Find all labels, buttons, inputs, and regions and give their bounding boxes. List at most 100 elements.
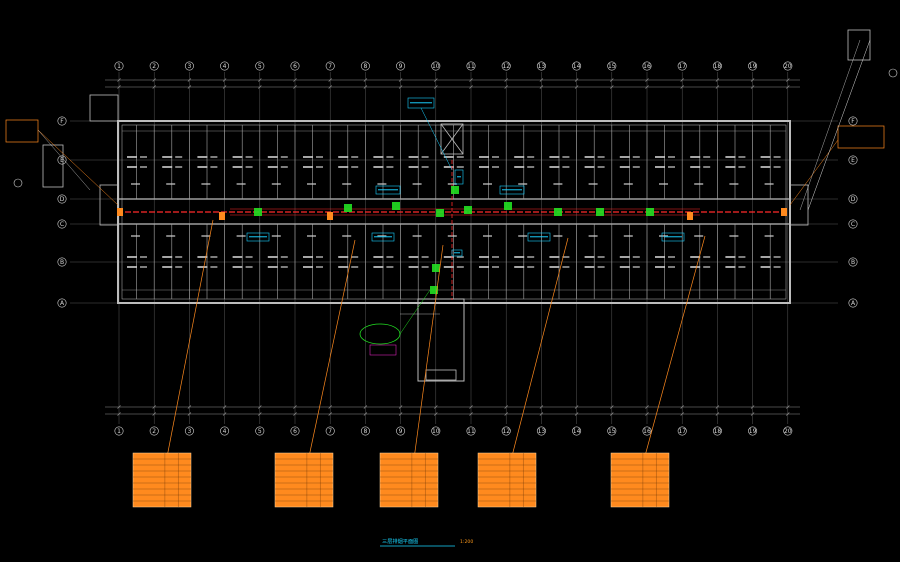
duct-annotations: [246, 97, 685, 257]
axis-number: 13: [538, 63, 546, 70]
damper-icon: [327, 212, 333, 220]
axis-letter: C: [60, 221, 64, 228]
axis-number: 7: [328, 428, 332, 435]
axis-bubble-icon: [888, 68, 898, 78]
drawing-scale: 1:200: [460, 539, 473, 545]
side-annexes: [42, 29, 871, 226]
axis-bubble-icon: [396, 426, 406, 436]
axis-number: 18: [714, 428, 722, 435]
axis-letter: E: [851, 157, 855, 164]
axis-bubble-icon: [748, 426, 758, 436]
axis-letter: D: [851, 196, 856, 203]
axis-number: 1: [117, 63, 121, 70]
fan-icon: [436, 209, 444, 217]
axis-bubble-icon: [642, 426, 652, 436]
axis-number: 17: [678, 428, 686, 435]
axis-number: 12: [502, 428, 510, 435]
axis-number: 6: [293, 63, 297, 70]
axis-letter: D: [60, 196, 65, 203]
axis-bubble-icon: [149, 426, 159, 436]
axis-number: 14: [573, 63, 581, 70]
spec-table: [610, 452, 670, 508]
axis-bubble-icon: [848, 116, 858, 126]
axis-bubble-icon: [325, 61, 335, 71]
stair-core: [417, 123, 465, 382]
axis-bubble-icon: [396, 61, 406, 71]
axis-number: 9: [399, 63, 403, 70]
axis-number: 18: [714, 63, 722, 70]
axis-bubble-icon: [848, 298, 858, 308]
spec-table: [477, 452, 537, 508]
fan-icon: [464, 206, 472, 214]
axis-bubble-icon: [848, 194, 858, 204]
axis-bubble-icon: [783, 426, 793, 436]
axis-number: 19: [749, 428, 757, 435]
fan-icon: [646, 208, 654, 216]
damper-icon: [687, 212, 693, 220]
axis-bubble-icon: [290, 426, 300, 436]
axis-bubble-icon: [360, 61, 370, 71]
axis-bubble-icon: [149, 61, 159, 71]
fan-icon: [254, 208, 262, 216]
axis-bubble-icon: [748, 61, 758, 71]
axis-bubble-icon: [501, 426, 511, 436]
fan-icon: [451, 186, 459, 194]
axis-bubble-icon: [290, 61, 300, 71]
spec-table: [274, 452, 334, 508]
axis-number: 3: [187, 428, 191, 435]
axis-bubble-icon: [431, 426, 441, 436]
fan-icon: [432, 264, 440, 272]
axis-number: 10: [432, 428, 440, 435]
axis-bubble-icon: [848, 219, 858, 229]
axis-number: 7: [328, 63, 332, 70]
axis-number: 8: [363, 428, 367, 435]
spec-table: [379, 452, 439, 508]
fan-icon: [596, 208, 604, 216]
drawing-title: 三层排烟平面图: [382, 537, 418, 545]
spec-table: [132, 452, 192, 508]
axis-letter: C: [851, 221, 855, 228]
damper-icon: [219, 212, 225, 220]
axis-number: 5: [258, 63, 262, 70]
axis-letter: B: [60, 259, 64, 266]
axis-bubble-icon: [255, 61, 265, 71]
axis-number: 15: [608, 428, 616, 435]
axis-bubble-icon: [325, 426, 335, 436]
equipment-tables: [132, 452, 670, 508]
fan-icon: [554, 208, 562, 216]
axis-bubble-icon: [607, 426, 617, 436]
axis-number: 1: [117, 428, 121, 435]
axis-number: 20: [784, 428, 792, 435]
axis-bubble-icon: [466, 61, 476, 71]
axis-bubble-icon: [57, 298, 67, 308]
axis-number: 5: [258, 428, 262, 435]
axis-bubble-icon: [572, 426, 582, 436]
axis-bubble-icon: [536, 61, 546, 71]
axis-number: 10: [432, 63, 440, 70]
axis-bubble-icon: [114, 61, 124, 71]
axis-bubble-icon: [57, 257, 67, 267]
axis-bubble-icon: [57, 155, 67, 165]
leader-lines: [167, 219, 706, 454]
axis-bubble-icon: [431, 61, 441, 71]
axis-bubble-icon: [677, 61, 687, 71]
axis-number: 11: [467, 428, 475, 435]
axis-bubble-icon: [783, 61, 793, 71]
axis-number: 15: [608, 63, 616, 70]
axis-number: 2: [152, 428, 156, 435]
axis-bubble-icon: [572, 61, 582, 71]
axis-bubble-icon: [642, 61, 652, 71]
axis-bubble-icon: [607, 61, 617, 71]
axis-number: 20: [784, 63, 792, 70]
axis-bubble-icon: [220, 426, 230, 436]
axis-bubble-icon: [677, 426, 687, 436]
axis-bubble-icon: [255, 426, 265, 436]
fan-icon: [392, 202, 400, 210]
axis-bubble-icon: [184, 426, 194, 436]
axis-bubble-icon: [536, 426, 546, 436]
axis-letter: E: [60, 157, 64, 164]
axis-number: 17: [678, 63, 686, 70]
equipment: [117, 186, 787, 294]
damper-icon: [781, 208, 787, 216]
